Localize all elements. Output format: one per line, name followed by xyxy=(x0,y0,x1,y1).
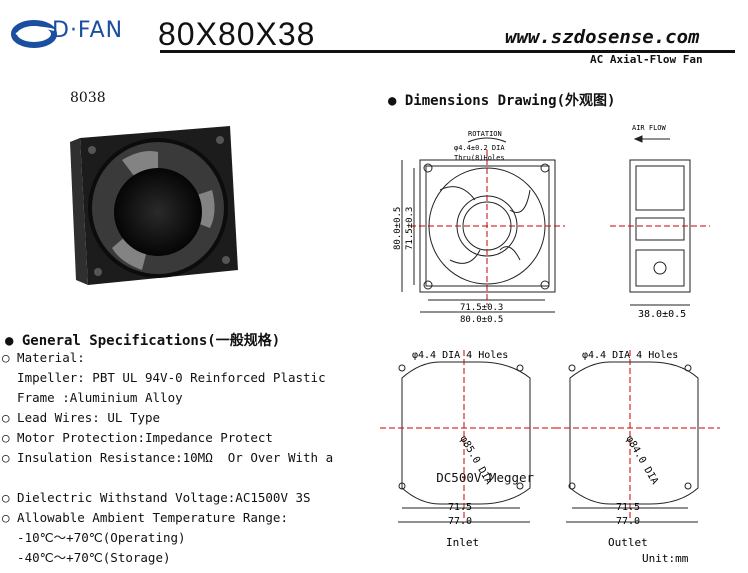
bullet-icon: ● xyxy=(388,93,405,109)
air-flow-label: AIR FLOW xyxy=(632,124,667,132)
general-spec-title-text: General Specifications(一般规格) xyxy=(21,333,281,349)
general-spec-title: ● General Specifications(一般规格) xyxy=(5,330,280,350)
unit-label: Unit:mm xyxy=(642,552,689,565)
brand-logo-icon xyxy=(11,20,57,48)
header-rule xyxy=(160,50,735,53)
outlet-77: 77.0 xyxy=(616,516,640,527)
outlet-holes-label: φ4.4 DIA 4 Holes xyxy=(582,350,678,361)
spec-item: Impeller: PBT UL 94V-0 Reinforced Plasti… xyxy=(2,370,326,385)
dimension-drawing: ROTATION φ4.4±0.2 DIA Thru(8)Holes 80.0±… xyxy=(380,124,720,565)
bullet-icon: ● xyxy=(5,333,22,349)
spec-item: Frame :Aluminium Alloy xyxy=(2,390,183,405)
spec-item: ○ Dielectric Withstand Voltage:AC1500V 3… xyxy=(2,490,311,505)
spec-item: -40℃～+70℃(Storage) xyxy=(2,550,171,565)
model-code: 8038 xyxy=(70,90,106,106)
hole-note: φ4.4±0.2 DIA xyxy=(454,144,505,152)
dim-80-horizontal: 80.0±0.5 xyxy=(460,315,503,325)
dim-715-vertical: 71.5±0.3 xyxy=(405,207,415,250)
brand-name: D·FAN xyxy=(52,18,124,43)
outlet-715: 71.5 xyxy=(616,502,640,513)
outlet-view xyxy=(555,350,720,523)
product-subtitle: AC Axial-Flow Fan xyxy=(590,53,703,66)
fan-photo xyxy=(70,126,238,285)
spec-item: ○ Motor Protection:Impedance Protect xyxy=(2,430,273,445)
spec-item: ○ Allowable Ambient Temperature Range: xyxy=(2,510,288,525)
dim-715-horizontal: 71.5±0.3 xyxy=(460,303,503,313)
inlet-diameter: φ85.0 DIA xyxy=(457,434,494,486)
spec-item: -10℃～+70℃(Operating) xyxy=(2,530,186,545)
inlet-715: 71.5 xyxy=(448,502,472,513)
dim-80-vertical: 80.0±0.5 xyxy=(393,207,403,250)
spec-item: ○ Lead Wires: UL Type xyxy=(2,410,161,425)
spec-item: DC500V Megger xyxy=(218,470,535,485)
spec-list: ○ Material: Impeller: PBT UL 94V-0 Reinf… xyxy=(2,348,534,570)
website-url[interactable]: www.szdosense.com xyxy=(505,26,700,48)
side-view xyxy=(610,135,710,306)
hole-note: Thru(8)Holes xyxy=(454,154,505,162)
spec-item: ○ Insulation Resistance:10MΩ Or Over Wit… xyxy=(2,450,334,465)
inlet-label: Inlet xyxy=(446,536,479,549)
rotation-label: ROTATION xyxy=(468,130,502,138)
outlet-label: Outlet xyxy=(608,536,648,549)
model-title: 80X80X38 xyxy=(158,16,316,52)
front-view xyxy=(401,137,565,313)
inlet-holes-label: φ4.4 DIA 4 Holes xyxy=(412,350,508,361)
depth-dim: 38.0±0.5 xyxy=(638,309,686,320)
outlet-diameter: φ84.0 DIA xyxy=(623,434,660,486)
dimensions-title: ● Dimensions Drawing(外观图) xyxy=(388,90,615,110)
dimensions-title-text: Dimensions Drawing(外观图) xyxy=(404,93,616,109)
inlet-77: 77.0 xyxy=(448,516,472,527)
inlet-view xyxy=(380,350,555,523)
spec-item: ○ Material: xyxy=(2,350,85,365)
